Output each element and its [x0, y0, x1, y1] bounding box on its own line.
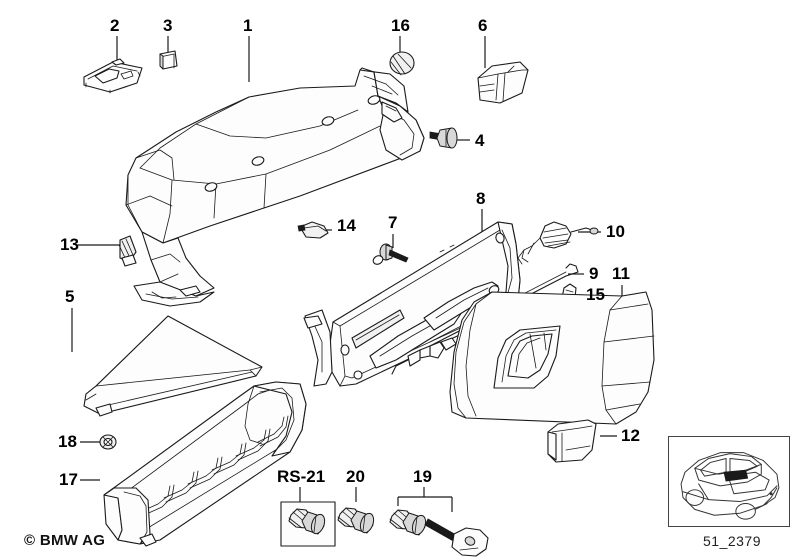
callout-6: 6 [478, 16, 488, 35]
callout-1: 1 [243, 16, 253, 35]
vehicle-location-thumbnail: .cl { fill:none; stroke:#333; stroke-wid… [668, 436, 790, 527]
callout-18: 18 [58, 432, 77, 451]
callout-19: 19 [413, 467, 432, 486]
callout-3: 3 [163, 16, 173, 35]
callout-7: 7 [388, 213, 398, 232]
part-19-lock-set-with-key [389, 509, 489, 557]
part-18-grommet [99, 434, 117, 450]
callout-rs-21: RS-21 [277, 467, 326, 486]
callout-10: 10 [606, 222, 625, 241]
callout-13: 13 [60, 235, 79, 254]
callout-2: 2 [110, 16, 120, 35]
callout-14: 14 [337, 216, 356, 235]
callout-20: 20 [346, 467, 365, 486]
callout-5: 5 [65, 287, 75, 306]
callout-11: 11 [612, 264, 630, 283]
part-7-screw-pin [379, 243, 409, 263]
callout-15: 15 [586, 285, 605, 304]
part-1-glove-box-housing [125, 67, 425, 307]
callout-9: 9 [589, 264, 599, 283]
callout-16: 16 [391, 16, 410, 35]
callout-12: 12 [621, 426, 640, 445]
callout-17: 17 [59, 470, 78, 489]
part-3-small-cap [159, 50, 178, 70]
part-16-round-plug [389, 51, 415, 76]
copyright-notice: © BMW AG [24, 532, 106, 549]
callout-4: 4 [475, 131, 485, 150]
diagram-number: 51_2379 [703, 533, 762, 549]
part-10-tension-spring [517, 221, 599, 265]
part-20-self-tapping-screw [337, 507, 375, 534]
part-5-cover-panel [83, 315, 263, 417]
part-2-glove-box-lamp [83, 58, 143, 94]
part-11-glove-box-door [449, 291, 655, 425]
part-13-ribbed-clip [118, 235, 137, 267]
part-17-pen-tray [103, 381, 307, 547]
callout-8: 8 [476, 189, 486, 208]
part-14-clip-pin [297, 221, 329, 239]
part-12-handle-trim [547, 419, 597, 463]
part-6-cover-cap [477, 61, 529, 104]
part-rs21-self-tapping-screw [280, 501, 336, 547]
part-4-expanding-rivet [429, 127, 458, 149]
part-8-inner-frame [303, 221, 521, 387]
part-9-damper-rod [391, 263, 579, 375]
